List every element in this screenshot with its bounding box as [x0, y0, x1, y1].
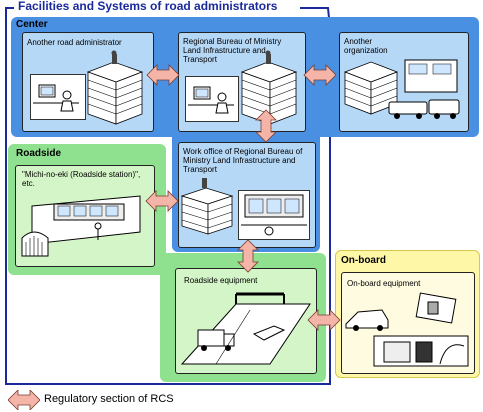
onboard-zone-title: On-board	[341, 255, 386, 266]
illustration-office-admin	[30, 74, 86, 120]
roadside-station-illustration	[21, 195, 141, 257]
label-onboard-equipment: On-board equipment	[347, 279, 421, 288]
building-icon	[240, 50, 298, 125]
building-icon	[86, 50, 144, 125]
illustration-office-bureau	[185, 76, 239, 122]
label-another-organization: Another organization	[344, 37, 388, 55]
label-michi-no-eki: "Michi-no-eki (Roadside station)", etc.	[22, 170, 141, 188]
label-regional-bureau: Regional Bureau of Ministry Land Infrast…	[183, 37, 282, 64]
onboard-equipment-illustration	[345, 292, 469, 367]
legend-arrow-icon	[8, 390, 40, 410]
building-icon	[180, 178, 234, 235]
label-roadside-equipment: Roadside equipment	[184, 276, 258, 285]
organization-illustration	[343, 59, 460, 119]
label-work-office: Work office of Regional Bureau of Minist…	[183, 147, 303, 174]
roadside-equipment-illustration	[180, 292, 311, 365]
illustration-office-work	[238, 190, 310, 240]
diagram-title: Facilities and Systems of road administr…	[14, 0, 282, 13]
center-zone-title: Center	[16, 19, 48, 30]
legend-label: Regulatory section of RCS	[44, 393, 174, 405]
roadside-zone-title: Roadside	[16, 148, 62, 159]
label-another-road-administrator: Another road administrator	[27, 38, 122, 47]
